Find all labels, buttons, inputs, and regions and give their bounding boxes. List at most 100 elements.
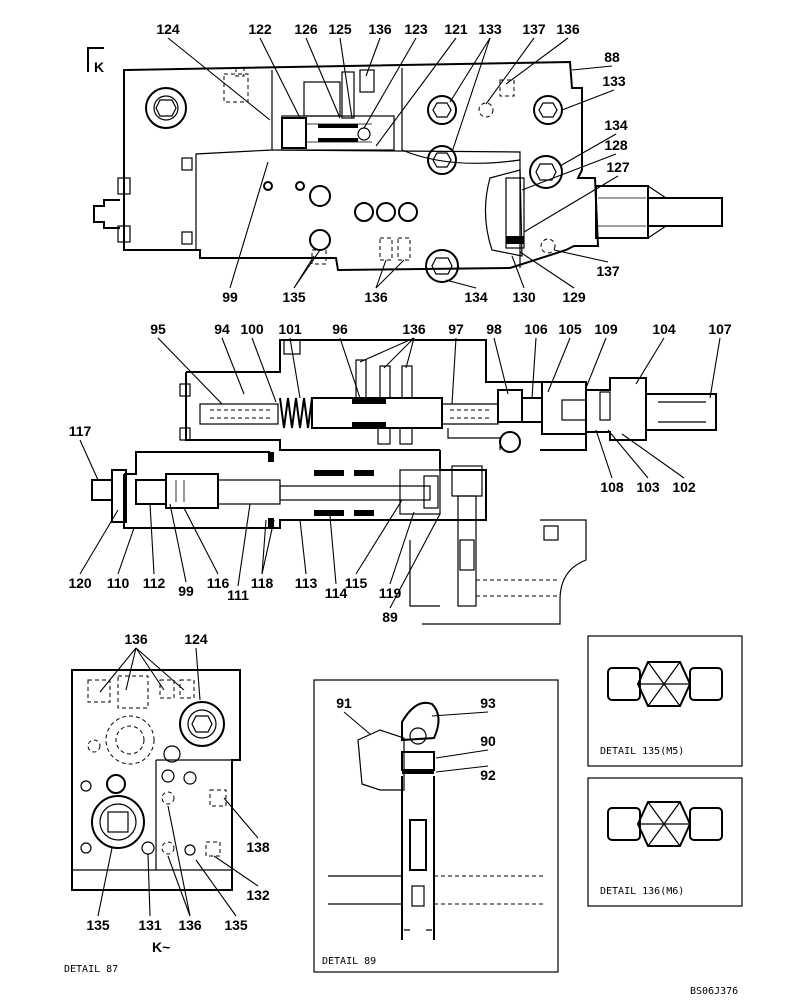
piston-rod-111 (217, 479, 281, 505)
plug-135-icon (91, 795, 145, 849)
callout-114: 114 (325, 585, 348, 601)
detail-136-frame (587, 777, 743, 907)
leader-line-136f (167, 855, 191, 917)
callout-99a: 99 (222, 289, 238, 305)
leader-line-116 (183, 507, 219, 575)
section-upper-housing (186, 339, 587, 451)
dashed-orifice (161, 791, 175, 805)
callout-131: 131 (138, 917, 162, 933)
plug-136 (379, 365, 391, 399)
caption-detail-136: DETAIL 136(M6) (600, 886, 684, 897)
plug-end-icon (607, 667, 641, 701)
leader-line-106 (531, 337, 537, 399)
callout-93: 93 (480, 695, 496, 711)
port-circle (354, 202, 374, 222)
small-hole (184, 844, 196, 856)
shaft-chamfer (647, 185, 667, 239)
small-hole (80, 842, 92, 854)
plug-124-icon (145, 87, 187, 129)
leader-line-124b (195, 647, 201, 701)
leader-line-111 (237, 503, 251, 587)
spring-chamber-115 (399, 469, 441, 515)
dashed-port (159, 679, 175, 699)
drawing-code: BS06J376 (690, 986, 738, 997)
callout-105: 105 (558, 321, 582, 337)
leader-line-136d (359, 337, 415, 363)
piston-112 (135, 479, 167, 505)
callout-88: 88 (604, 49, 620, 65)
plug-117 (91, 479, 113, 501)
section-upper-bottom (185, 372, 440, 451)
spool-end (281, 117, 307, 149)
caption-detail-135: DETAIL 135(M5) (600, 746, 684, 757)
callout-110: 110 (107, 575, 130, 591)
callout-135c: 135 (224, 917, 248, 933)
body-91 (357, 729, 405, 791)
leader-line-127 (523, 175, 619, 233)
callout-94: 94 (214, 321, 230, 337)
leader-line-136e (99, 647, 137, 693)
caption-detail-89: DETAIL 89 (322, 956, 376, 967)
dashed-orifice (478, 102, 494, 118)
dashed-orifice (87, 739, 101, 753)
callout-109: 109 (594, 321, 618, 337)
callout-123: 123 (404, 21, 428, 37)
leader-line-135a (293, 249, 321, 289)
small-hole (263, 181, 273, 191)
dashed-port (397, 237, 411, 261)
valve-body-outline (123, 60, 600, 272)
plug-135-inner (99, 803, 137, 841)
dashed-port (87, 679, 111, 703)
leader-line-102 (621, 433, 685, 479)
leader-line-133a (449, 37, 491, 103)
dashed-bore-inner (115, 725, 145, 755)
leader-line-109 (585, 337, 607, 389)
callout-91: 91 (336, 695, 352, 711)
callout-125: 125 (328, 21, 352, 37)
spring-101-icon (279, 397, 313, 429)
leader-line-103 (607, 429, 649, 479)
callout-137a: 137 (522, 21, 546, 37)
callout-103: 103 (636, 479, 660, 495)
spool-113 (279, 485, 431, 501)
square-socket-icon (107, 811, 129, 833)
piston-grooves (175, 480, 185, 502)
callout-117: 117 (69, 423, 92, 439)
leader-line-90 (435, 749, 489, 759)
dashed-port (205, 841, 221, 857)
callout-116: 116 (207, 575, 230, 591)
detail-89-frame (313, 679, 559, 973)
hex-socket-icon (191, 715, 213, 733)
leader-line-105 (547, 337, 571, 393)
side-plug (93, 199, 120, 229)
hex-socket-icon (432, 152, 452, 168)
leader-line-125 (339, 37, 353, 119)
callout-136b: 136 (556, 21, 580, 37)
adjust-screw-107 (645, 393, 717, 431)
leader-line-117 (79, 439, 99, 481)
plunger (409, 819, 427, 871)
hex-cross (640, 661, 690, 707)
o-ring-icon (106, 774, 126, 794)
leader-line-136e (135, 647, 185, 691)
callout-90: 90 (480, 733, 496, 749)
spring-cap-94 (199, 403, 279, 425)
small-hole (295, 181, 305, 191)
small-hole (163, 745, 181, 763)
piston-116 (165, 473, 219, 509)
callout-107: 107 (708, 321, 732, 337)
spool-land (352, 398, 386, 404)
callout-137b: 137 (596, 263, 620, 279)
port-circle (398, 202, 418, 222)
leader-line-104 (635, 337, 665, 385)
hex-cross (640, 801, 690, 847)
valve-body-inner (271, 149, 521, 268)
detail-87: K~ DETAIL 87 (64, 669, 241, 975)
callout-136d: 136 (402, 321, 426, 337)
callout-101: 101 (278, 321, 302, 337)
adjust-screw-lines (658, 401, 706, 423)
hex-socket-icon (538, 102, 558, 118)
passage-dashes (450, 409, 492, 419)
callout-113: 113 (295, 575, 318, 591)
callout-99b: 99 (178, 583, 194, 599)
